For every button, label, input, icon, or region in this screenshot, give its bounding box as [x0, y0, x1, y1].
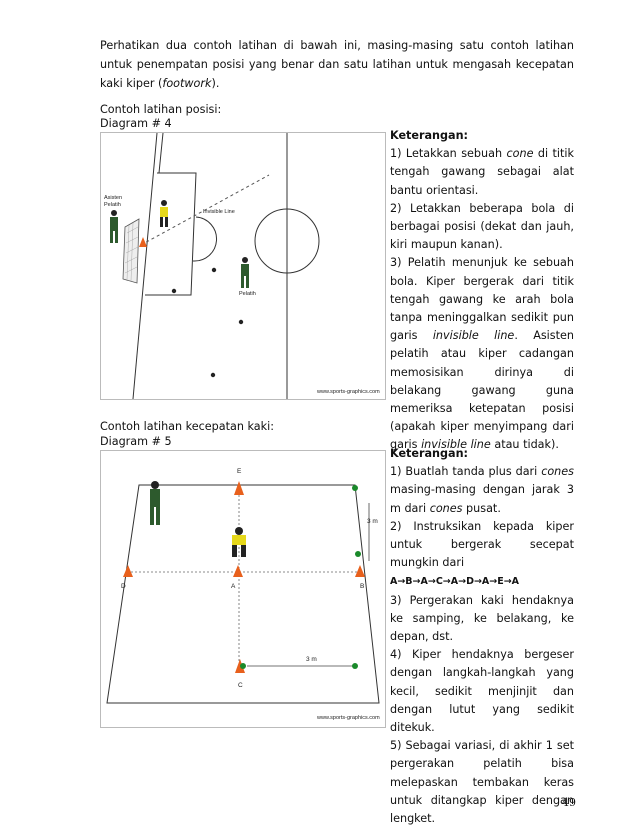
- k2-p1a: 1) Buatlah tanda plus dari: [390, 465, 542, 479]
- intro-text-end: ).: [211, 77, 220, 90]
- diagram-5-figure: E D A B C 3 m 3 m www.sports-graphics.co…: [100, 450, 386, 728]
- intro-text: Perhatikan dua contoh latihan di bawah i…: [100, 39, 574, 90]
- k1-p3c: atau tidak).: [490, 438, 559, 452]
- pelatih-figure: [241, 257, 249, 288]
- section2-keterangan: Keterangan: 1) Buatlah tanda plus dari c…: [390, 445, 574, 828]
- keterangan2-heading: Keterangan:: [390, 447, 469, 460]
- credit-label-2: www.sports-graphics.com: [316, 715, 380, 721]
- diagram-4-figure: Asisten Pelatih Invisible Line Pelatih w…: [100, 132, 386, 400]
- k1-p2: 2) Letakkan beberapa bola di berbagai po…: [390, 201, 574, 252]
- k1-p3-inv2: invisible line: [421, 438, 491, 452]
- pelatih-left-label: Pelatih: [104, 202, 121, 208]
- section1-title: Contoh latihan posisi:: [100, 103, 222, 116]
- credit-label: www.sports-graphics.com: [316, 389, 380, 395]
- label-A: A: [231, 583, 236, 590]
- keeper-figure: [160, 200, 168, 227]
- k2-sequence: A→B→A→C→A→D→A→E→A: [390, 576, 520, 588]
- invisible-line-label: Invisible Line: [203, 209, 235, 215]
- label-D: D: [121, 583, 126, 590]
- k2-p1c: pusat.: [462, 501, 501, 515]
- asisten-label: Asisten: [104, 195, 122, 201]
- section1-keterangan: Keterangan: 1) Letakkan sebuah cone di t…: [390, 127, 574, 455]
- goal-net: [122, 218, 140, 284]
- keterangan1-heading: Keterangan:: [390, 129, 469, 142]
- field-outline: [106, 484, 380, 704]
- k1-p3a: 3) Pelatih menunjuk ke sebuah bola. Kipe…: [390, 256, 574, 343]
- k1-p1b: di titik tengah gawang sebagai alat bant…: [390, 147, 574, 197]
- label-C: C: [238, 682, 243, 689]
- label-E: E: [237, 468, 242, 475]
- k1-p3-inv: invisible line: [432, 329, 515, 343]
- k2-cones2: cones: [429, 501, 463, 515]
- k2-cones: cones: [541, 465, 574, 479]
- label-B: B: [360, 583, 364, 590]
- field-lines: [132, 133, 320, 399]
- k2-p4: 4) Kiper hendaknya bergeser dengan langk…: [390, 648, 574, 735]
- asisten-pelatih-figure: [110, 210, 118, 243]
- balls: [171, 267, 244, 378]
- keeper-figure-2: [232, 527, 246, 557]
- cone-marker: [139, 237, 147, 247]
- invisible-line: [140, 174, 270, 246]
- k2-p3: 3) Pergerakan kaki hendaknya ke samping,…: [390, 593, 574, 644]
- section1-diagram-label: Diagram # 4: [100, 117, 172, 130]
- k1-cone: cone: [506, 147, 534, 161]
- page-number: 49: [562, 796, 576, 809]
- green-markers: [240, 485, 361, 669]
- k1-p3b: . Asisten pelatih atau kiper cadangan me…: [390, 329, 574, 452]
- pelatih-label: Pelatih: [239, 291, 256, 297]
- k1-p1a: 1) Letakkan sebuah: [390, 147, 507, 161]
- dist-label-1: 3 m: [367, 518, 378, 525]
- k2-p5: 5) Sebagai variasi, di akhir 1 set perge…: [390, 739, 574, 826]
- k2-p2: 2) Instruksikan kepada kiper untuk berge…: [390, 519, 574, 570]
- intro-paragraph: Perhatikan dua contoh latihan di bawah i…: [100, 36, 574, 93]
- k2-p1b: masing-masing dengan jarak 3 m dari: [390, 483, 574, 515]
- coach-figure: [150, 481, 160, 525]
- dist-label-2: 3 m: [306, 656, 317, 663]
- cross-lines: [127, 483, 359, 669]
- section2-diagram-label: Diagram # 5: [100, 435, 172, 448]
- intro-footwork: footwork: [162, 77, 212, 90]
- section2-title: Contoh latihan kecepatan kaki:: [100, 420, 275, 433]
